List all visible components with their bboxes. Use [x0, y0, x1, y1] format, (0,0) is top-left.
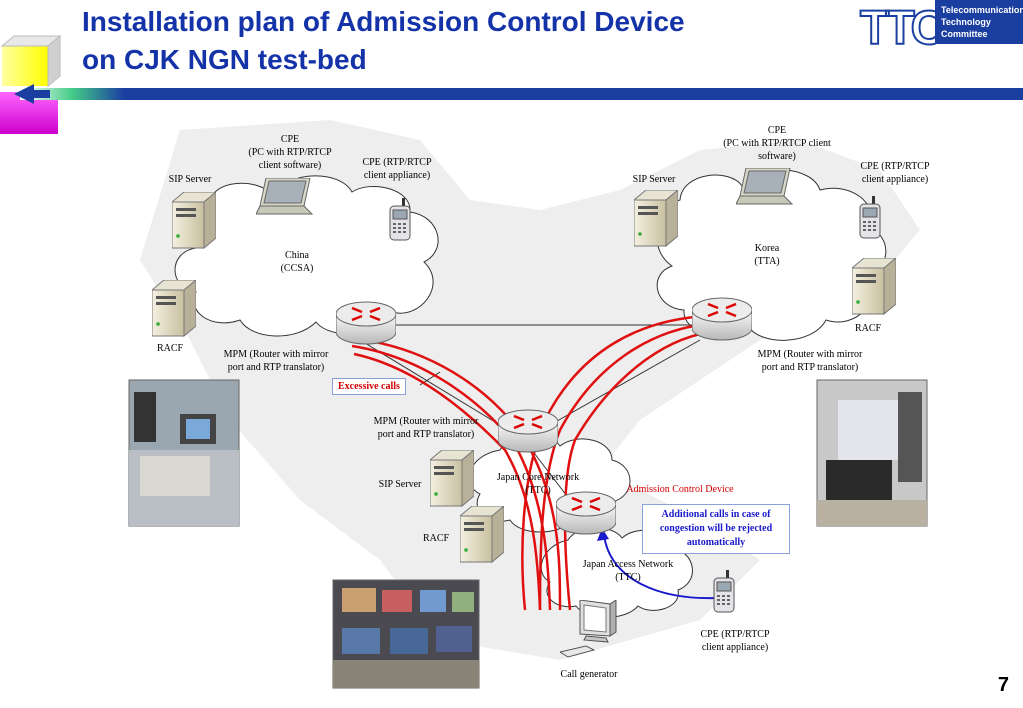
china-sip-server-icon	[172, 192, 216, 249]
page-number: 7	[997, 674, 1009, 696]
japan-access-network-line1: Japan Access Network	[582, 559, 674, 570]
china-cpe-pc-line3: client software)	[258, 160, 322, 171]
china-sip-server-label: SIP Server	[168, 174, 212, 185]
logo-text-2: Technology	[941, 17, 991, 27]
svg-text:TTC: TTC	[860, 2, 936, 50]
ttc-logo-mark: TTC	[859, 1, 936, 50]
korea-mpm-label: MPM (Router with mirror port and RTP tra…	[740, 348, 880, 374]
korea-cpe-pc-line3: software)	[758, 151, 796, 162]
admission-control-router-icon	[556, 490, 616, 536]
china-mpm-router-icon	[336, 300, 396, 346]
admission-control-device-label: Admission Control Device	[626, 484, 734, 495]
rejection-arrowhead	[597, 528, 609, 541]
china-cpe-pc-line1: CPE	[280, 134, 300, 145]
korea-cpe-appliance-line1: CPE (RTP/RTCP	[860, 161, 930, 172]
korea-cpe-appliance-label: CPE (RTP/RTCP client appliance)	[840, 160, 950, 186]
logo-panel	[935, 0, 1023, 44]
japan-core-network-line1: Japan Core Network	[496, 472, 580, 483]
china-cpe-laptop-icon	[256, 178, 313, 215]
japan-racf-server-icon	[460, 506, 504, 563]
korea-network-label: Korea (TTA)	[732, 242, 802, 268]
china-network-line2: (CCSA)	[280, 263, 314, 274]
additional-calls-callout: Additional calls in case of congestion w…	[642, 504, 790, 554]
japan-mpm-router-icon	[498, 408, 558, 454]
call-generator-label: Call generator	[560, 669, 618, 680]
japan-access-network-line2: (TTC)	[615, 572, 641, 583]
korea-network-line2: (TTA)	[754, 256, 780, 267]
photo-china-lab	[128, 379, 240, 527]
slide-title-line1: Installation plan of Admission Control D…	[82, 6, 685, 37]
china-network-line1: China	[285, 250, 309, 261]
japan-core-network-line2: (TTC)	[525, 485, 551, 496]
korea-cpe-pc-label: CPE (PC with RTP/RTCP client software)	[702, 124, 852, 163]
slide-title-line2: on CJK NGN test-bed	[82, 44, 367, 75]
china-cpe-pc-line2: (PC with RTP/RTCP	[248, 147, 332, 158]
japan-mpm-label: MPM (Router with mirror port and RTP tra…	[356, 415, 496, 441]
header-graphic	[0, 34, 1023, 134]
china-mpm-label: MPM (Router with mirror port and RTP tra…	[206, 348, 346, 374]
rejection-flow	[603, 534, 717, 600]
japan-cpe-appliance-line1: CPE (RTP/RTCP	[700, 629, 770, 640]
china-cpe-appliance-line2: client appliance)	[363, 170, 431, 181]
korea-mpm-line2: port and RTP translator)	[761, 362, 859, 373]
japan-sip-server-label: SIP Server	[378, 479, 422, 490]
japan-core-network-label: Japan Core Network (TTC)	[478, 471, 598, 497]
photo-japan-lab	[332, 579, 480, 689]
china-racf-label: RACF	[156, 343, 184, 354]
logo-text-1: Telecommunication	[941, 5, 1023, 15]
china-racf-server-icon	[152, 280, 196, 337]
logo-text-3: Committee	[941, 29, 988, 39]
japan-racf-label: RACF	[422, 533, 450, 544]
china-mpm-line2: port and RTP translator)	[227, 362, 325, 373]
photo-korea-lab	[816, 379, 928, 527]
additional-calls-line1: Additional calls in case of	[661, 509, 771, 520]
korea-cpe-appliance-line2: client appliance)	[861, 174, 929, 185]
china-mpm-line1: MPM (Router with mirror	[223, 349, 329, 360]
korea-sip-server-label: SIP Server	[632, 174, 676, 185]
japan-cpe-appliance-label: CPE (RTP/RTCP client appliance)	[680, 628, 790, 654]
japan-cpe-appliance-line2: client appliance)	[701, 642, 769, 653]
korea-cpe-pc-line1: CPE	[767, 125, 787, 136]
china-cpe-pc-label: CPE (PC with RTP/RTCP client software)	[230, 133, 350, 172]
korea-cpe-laptop-icon	[736, 168, 793, 205]
additional-calls-line2: congestion will be rejected	[659, 523, 773, 534]
japan-access-network-label: Japan Access Network (TTC)	[566, 558, 690, 584]
japan-mpm-line2: port and RTP translator)	[377, 429, 475, 440]
china-cpe-appliance-line1: CPE (RTP/RTCP	[362, 157, 432, 168]
korea-cpe-pc-line2: (PC with RTP/RTCP client	[723, 138, 831, 149]
china-cpe-appliance-label: CPE (RTP/RTCP client appliance)	[342, 156, 452, 182]
korea-racf-label: RACF	[854, 323, 882, 334]
additional-calls-line3: automatically	[686, 537, 746, 548]
china-network-label: China (CCSA)	[262, 249, 332, 275]
korea-mpm-line1: MPM (Router with mirror	[757, 349, 863, 360]
korea-mpm-router-icon	[692, 296, 752, 342]
korea-network-line1: Korea	[754, 243, 780, 254]
excessive-calls-callout: Excessive calls	[332, 378, 406, 395]
korea-sip-server-icon	[634, 190, 678, 247]
japan-mpm-line1: MPM (Router with mirror	[373, 416, 479, 427]
korea-racf-server-icon	[852, 258, 896, 315]
